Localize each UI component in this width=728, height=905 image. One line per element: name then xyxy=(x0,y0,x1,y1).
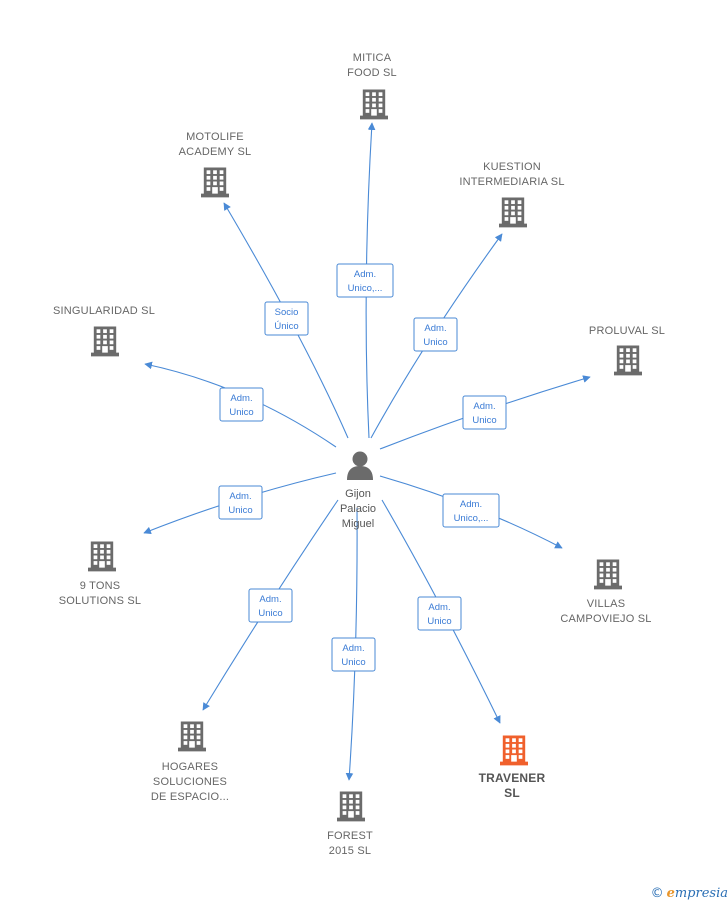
edge-label-travener[interactable]: Adm. Unico xyxy=(417,596,462,631)
building-icon xyxy=(360,89,388,120)
edge-label-kuestion[interactable]: Adm. Unico xyxy=(413,317,458,352)
edge-label-line-1: Adm. xyxy=(229,491,251,502)
edge-label-box xyxy=(417,596,462,631)
edge-label-box xyxy=(462,395,507,430)
company-node-hogares[interactable]: HOGARES SOLUCIONES DE ESPACIO... xyxy=(151,721,229,804)
edge-label-line-1: Adm. xyxy=(342,643,364,654)
edge-label-line-2: Unico xyxy=(341,657,365,668)
center-person[interactable]: Gijon Palacio Miguel xyxy=(340,451,376,531)
edge-label-box xyxy=(336,263,394,298)
edge-label-mitica[interactable]: Adm. Unico,... xyxy=(336,263,394,298)
center-name-line-2: Palacio xyxy=(340,503,376,515)
company-name-line-2: CAMPOVIEJO SL xyxy=(560,613,651,625)
edge-label-hogares[interactable]: Adm. Unico xyxy=(248,588,293,623)
edge-label-box xyxy=(442,493,500,528)
edge-label-villas[interactable]: Adm. Unico,... xyxy=(442,493,500,528)
company-node-proluval[interactable]: PROLUVAL SL xyxy=(589,325,665,376)
company-name-line-1: SINGULARIDAD SL xyxy=(53,305,155,317)
company-node-forest[interactable]: FOREST 2015 SL xyxy=(327,791,373,858)
company-name-line-1: PROLUVAL SL xyxy=(589,325,665,337)
building-icon xyxy=(614,345,642,376)
edge-label-line-1: Adm. xyxy=(424,323,446,334)
edge-label-line-1: Adm. xyxy=(354,269,376,280)
company-node-villas[interactable]: VILLAS CAMPOVIEJO SL xyxy=(560,559,651,626)
building-icon xyxy=(88,541,116,572)
edge-label-nine-tons[interactable]: Adm. Unico xyxy=(218,485,263,520)
edge-label-box xyxy=(331,637,376,672)
center-name-line-3: Miguel xyxy=(342,518,374,530)
building-icon xyxy=(91,326,119,357)
edge-label-line-2: Unico xyxy=(228,505,252,516)
edge-label-line-2: Unico xyxy=(229,407,253,418)
company-name-line-1: FOREST xyxy=(327,830,373,842)
company-node-nine-tons[interactable]: 9 TONS SOLUTIONS SL xyxy=(59,541,141,608)
building-icon xyxy=(201,167,229,198)
edge-label-line-2: Unico xyxy=(258,608,282,619)
edge-label-line-2: Unico,... xyxy=(348,283,383,294)
copyright-icon: © xyxy=(650,886,664,901)
edge-label-proluval[interactable]: Adm. Unico xyxy=(462,395,507,430)
edge-label-forest[interactable]: Adm. Unico xyxy=(331,637,376,672)
building-icon xyxy=(178,721,206,752)
edge-label-line-2: Unico xyxy=(472,415,496,426)
edge-label-box xyxy=(248,588,293,623)
edge-label-box xyxy=(264,301,309,336)
company-name-line-1: 9 TONS xyxy=(80,580,121,592)
brand-name: mpresia xyxy=(674,886,728,901)
building-icon xyxy=(499,197,527,228)
edge-label-line-1: Adm. xyxy=(473,401,495,412)
company-name-line-2: SL xyxy=(504,786,520,800)
company-name-line-1: HOGARES xyxy=(162,761,218,773)
edge-label-line-2: Unico xyxy=(427,616,451,627)
company-name-line-2: SOLUTIONS SL xyxy=(59,595,141,607)
company-name-line-2: INTERMEDIARIA SL xyxy=(459,176,564,188)
company-name-line-2: FOOD SL xyxy=(347,67,397,79)
company-name-line-2: SOLUCIONES xyxy=(153,776,227,788)
company-node-mitica[interactable]: MITICA FOOD SL xyxy=(347,52,397,120)
edge-label-line-2: Unico,... xyxy=(454,513,489,524)
company-node-motolife[interactable]: MOTOLIFE ACADEMY SL xyxy=(179,131,252,198)
company-node-kuestion[interactable]: KUESTION INTERMEDIARIA SL xyxy=(459,161,564,228)
company-node-singularidad[interactable]: SINGULARIDAD SL xyxy=(53,305,155,357)
brand-letter: e xyxy=(666,886,675,901)
edge-label-box xyxy=(413,317,458,352)
edge-label-box xyxy=(218,485,263,520)
footer-brand[interactable]: ©empresia xyxy=(651,886,728,901)
company-name-line-3: DE ESPACIO... xyxy=(151,791,229,803)
building-icon xyxy=(500,735,528,766)
nodes-layer: MITICA FOOD SL MOTOLIFE ACADEMY SL KUESTION I… xyxy=(53,52,665,857)
edge-label-line-1: Adm. xyxy=(259,594,281,605)
company-name-line-1: MOTOLIFE xyxy=(186,131,244,143)
center-name-line-1: Gijon xyxy=(345,488,371,500)
building-icon xyxy=(337,791,365,822)
company-name-line-2: ACADEMY SL xyxy=(179,146,252,158)
company-name-line-1: MITICA xyxy=(353,52,392,64)
edge-label-line-1: Adm. xyxy=(460,499,482,510)
edge-label-line-1: Socio xyxy=(275,307,299,318)
person-icon xyxy=(347,451,373,480)
edge-label-line-2: Unico xyxy=(423,337,447,348)
edge-label-line-1: Adm. xyxy=(230,393,252,404)
company-name-line-1: VILLAS xyxy=(587,598,626,610)
company-name-line-2: 2015 SL xyxy=(329,845,371,857)
edge-label-line-2: Único xyxy=(274,321,298,332)
edge-label-singularidad[interactable]: Adm. Unico xyxy=(219,387,264,422)
edge-label-box xyxy=(219,387,264,422)
edge-label-line-1: Adm. xyxy=(428,602,450,613)
company-name-line-1: KUESTION xyxy=(483,161,541,173)
company-name-line-1: TRAVENER xyxy=(479,771,546,785)
building-icon xyxy=(594,559,622,590)
